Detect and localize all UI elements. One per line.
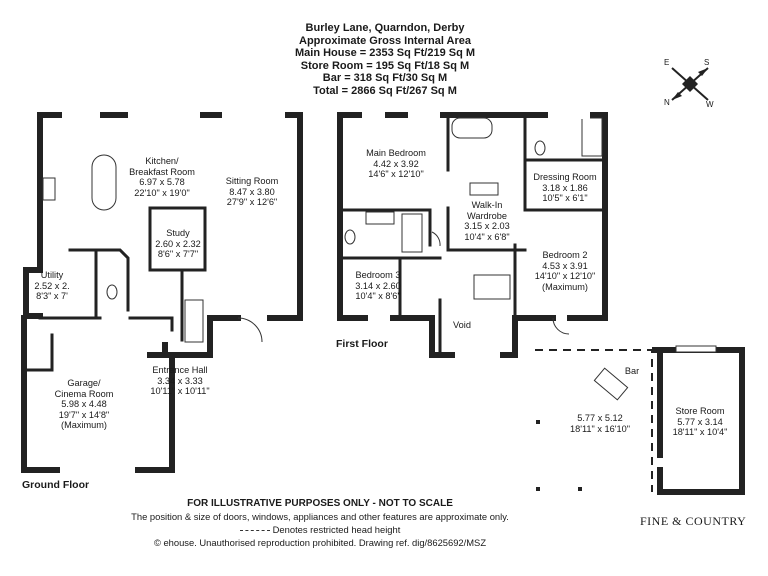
sink2-icon	[365, 211, 395, 225]
room-void: Void	[453, 320, 471, 330]
shower2-icon	[401, 213, 423, 253]
restricted-legend: Denotes restricted head height	[0, 523, 640, 536]
bath-icon	[451, 117, 493, 139]
area-title: Approximate Gross Internal Area	[299, 34, 471, 47]
dashed-line-icon	[239, 530, 270, 532]
footer: FOR ILLUSTRATIVE PURPOSES ONLY - NOT TO …	[0, 497, 640, 549]
stairs-first-icon	[473, 274, 511, 300]
main-house-area: Main House = 2353 Sq Ft/219 Sq M	[294, 47, 476, 59]
store-room-area: Store Room = 195 Sq Ft/18 Sq M	[300, 59, 470, 72]
store-window-icon	[675, 345, 717, 353]
copyright: © ehouse. Unauthorised reproduction proh…	[153, 537, 487, 548]
first-floor-label: First Floor	[336, 338, 388, 350]
sink-icon	[469, 182, 499, 196]
kitchen-island-icon	[91, 154, 117, 211]
compass-icon	[671, 67, 709, 101]
pool-table-icon	[593, 367, 629, 401]
toilet2-icon	[344, 229, 356, 245]
door-swing-icon	[237, 317, 263, 343]
ground-floor-outline	[37, 112, 303, 321]
stairs-ground-icon	[184, 299, 204, 343]
compass-e: E	[664, 58, 670, 67]
hob-icon	[42, 177, 56, 201]
bar-outline	[535, 349, 653, 492]
compass-w: W	[706, 100, 714, 109]
first-floor-outline	[337, 112, 608, 321]
address: Burley Lane, Quarndon, Derby	[305, 22, 465, 34]
shower-icon	[581, 117, 603, 157]
compass-n: N	[664, 98, 670, 107]
total-area: Total = 2866 Sq Ft/267 Sq M	[313, 84, 457, 97]
room-bar: Bar	[624, 366, 640, 376]
toilet3-icon	[106, 284, 118, 300]
brand-logo: FINE & COUNTRY	[640, 514, 747, 528]
toilet-icon	[534, 140, 546, 156]
position-note: The position & size of doors, windows, a…	[131, 511, 509, 522]
area-header: Burley Lane, Quarndon, Derby Approximate…	[230, 22, 540, 97]
bar-area: Bar = 318 Sq Ft/30 Sq M	[322, 72, 448, 84]
ground-floor-label: Ground Floor	[22, 479, 90, 491]
compass-s: S	[704, 58, 710, 67]
disclaimer: FOR ILLUSTRATIVE PURPOSES ONLY - NOT TO …	[187, 498, 453, 509]
